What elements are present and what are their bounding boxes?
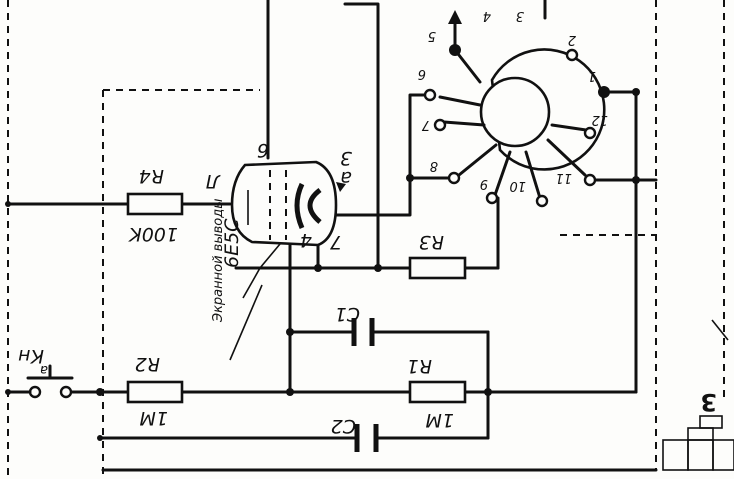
contact-11 [583,173,597,187]
r1-ref: R1 [407,355,432,377]
switch-hub [479,76,551,148]
tube-pin-4: 4 [300,229,312,251]
pos-label-12: 12 [591,112,608,127]
tube-pin-6: 6 [257,139,269,161]
switch-position-labels: 1 2 3 4 5 6 7 8 9 10 11 12 [418,8,608,193]
contact-8 [447,171,461,185]
button-contact: a [40,362,48,377]
terminal-block: 3 [662,388,734,471]
pos-label-6: 6 [418,66,426,81]
tube-pin-a: a [340,167,352,189]
junctions [5,88,640,441]
pos-label-7: 7 [421,117,430,132]
pos-label-2: 2 [568,32,576,47]
tube-plate [307,188,322,224]
contact-9 [485,191,499,205]
button-ref: Кн [18,345,44,367]
pos-label-4: 4 [483,8,491,23]
wires [6,0,658,472]
contact-5 [449,44,461,56]
r2-ref: R2 [135,353,160,375]
contact-2 [565,48,579,62]
switch-contacts [423,10,610,208]
push-button-kn: Кн a [6,345,74,399]
pos-label-10: 10 [509,178,526,193]
resistor-r3: R3 [408,231,467,280]
r4-value: 100K [128,223,178,245]
r2-value: 1M [140,407,168,429]
tube-ref-label: Л [206,170,221,192]
c2-ref: C2 [331,415,356,437]
arrow-up-icon [448,10,462,24]
contact-7 [433,118,447,132]
tube-envelope [230,160,338,247]
resistor-r4: R4 100K [126,165,184,245]
screen-leads-note: Экранной выводы [211,199,226,323]
pos-label-11: 11 [555,170,572,185]
r4-ref: R4 [139,165,164,187]
pos-label-5: 5 [428,28,436,43]
tube-pin-7: 7 [330,231,342,253]
terminal-label: 3 [700,388,717,416]
tube-pin-3: 3 [340,147,352,169]
contact-1 [598,86,610,98]
resistor-r2: R2 1M [126,353,184,429]
contact-10 [535,194,549,208]
capacitor-c1: C1 [335,303,375,346]
contact-12 [583,126,597,140]
pos-label-8: 8 [430,158,438,173]
tube-6e5s: 6 3 a 7 4 Л 6Е5С [206,139,352,268]
pos-label-1: 1 [588,68,596,83]
r3-ref: R3 [419,231,444,253]
c1-ref: C1 [335,303,360,325]
dashed-boundaries [7,0,725,479]
r1-value: 1M [426,409,454,431]
pos-label-3: 3 [516,8,524,23]
rotary-switch [438,48,606,200]
pos-label-9: 9 [480,176,488,191]
capacitor-c2: C2 [331,415,379,452]
tube-type-label: 6Е5С [221,218,243,268]
resistor-r1: R1 1M [407,355,467,431]
contact-6 [423,88,437,102]
